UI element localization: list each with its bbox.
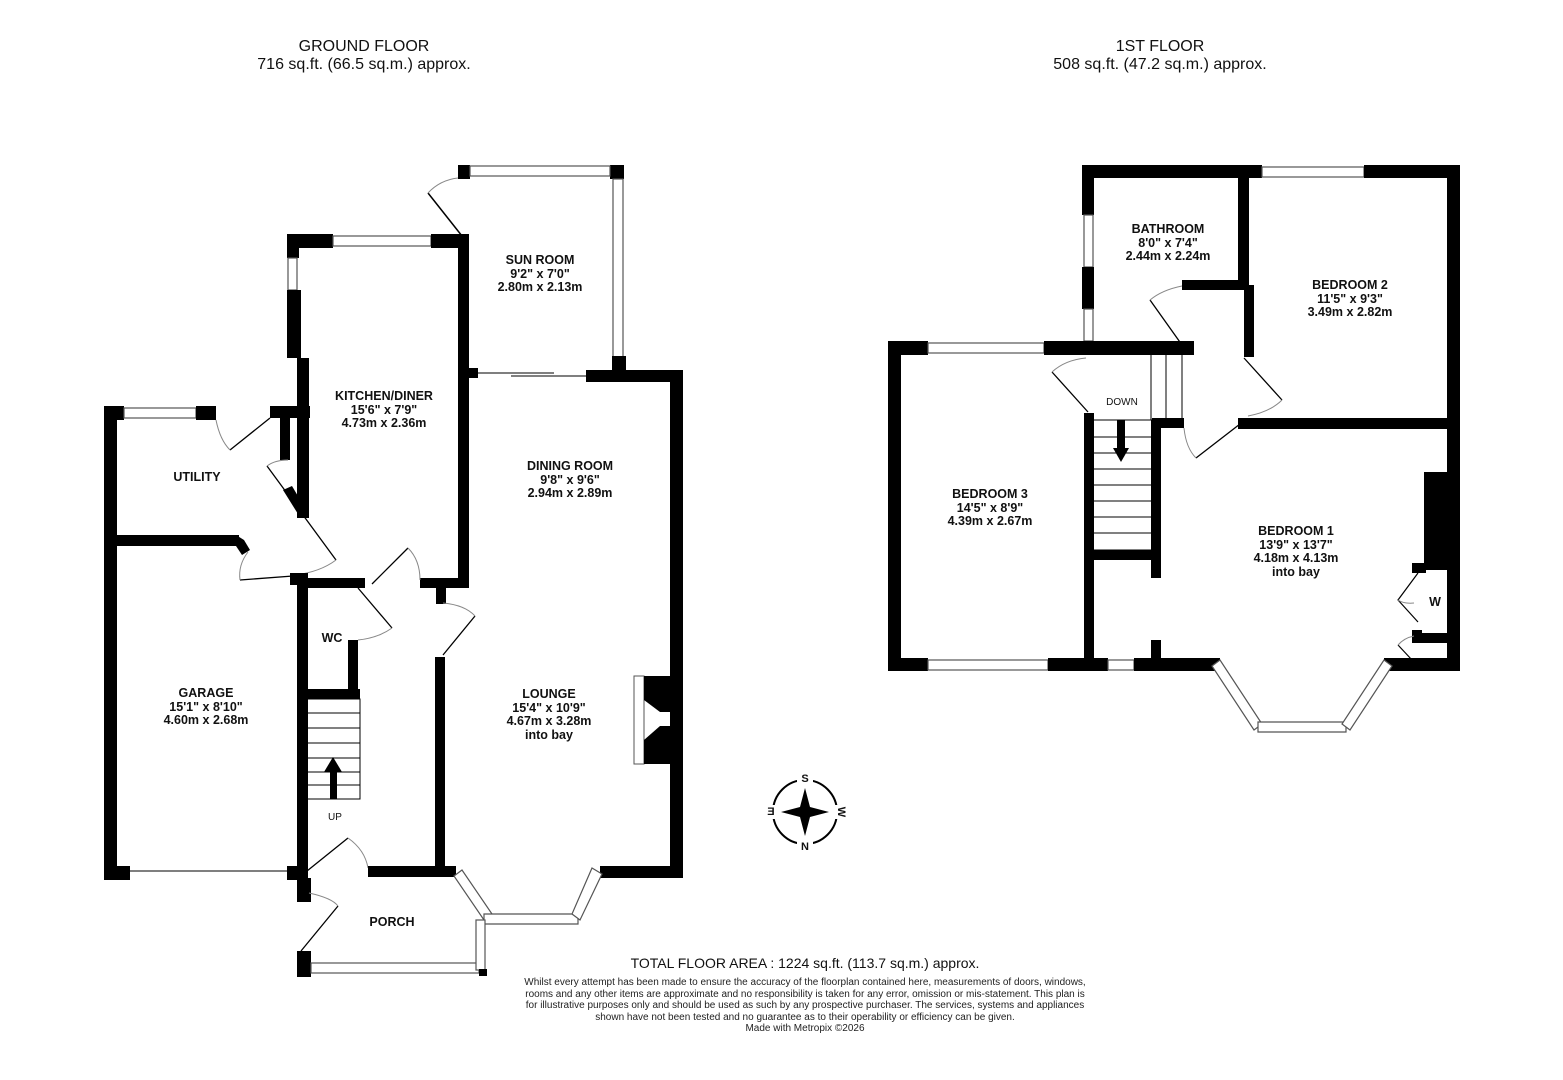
room-metric: 4.60m x 2.68m [163, 713, 249, 727]
room-name: BATHROOM [1131, 222, 1205, 236]
room-name: LOUNGE [522, 687, 576, 701]
wardrobe-label: W [1429, 595, 1441, 609]
room-bedroom-3: BEDROOM 3 14'5" x 8'9" 4.39m x 2.67m [947, 487, 1033, 529]
room-name: BEDROOM 2 [1312, 278, 1388, 292]
room-metric: 4.39m x 2.67m [947, 514, 1033, 528]
room-sun-room: SUN ROOM 9'2" x 7'0" 2.80m x 2.13m [497, 253, 583, 295]
room-name: WC [321, 631, 343, 645]
room-metric: 2.94m x 2.89m [527, 486, 613, 500]
room-bathroom: BATHROOM 8'0" x 7'4" 2.44m x 2.24m [1125, 222, 1211, 264]
room-porch: PORCH [369, 915, 415, 930]
room-kitchen-diner: KITCHEN/DINER 15'6" x 7'9" 4.73m x 2.36m [335, 389, 433, 431]
room-imperial: 15'1" x 8'10" [169, 699, 243, 714]
ground-floor-area: 716 sq.ft. (66.5 sq.m.) approx. [257, 56, 471, 73]
room-name: BEDROOM 1 [1258, 524, 1334, 538]
ground-floor-name: GROUND FLOOR [298, 38, 430, 55]
room-name: BEDROOM 3 [952, 487, 1028, 501]
room-imperial: 15'4" x 10'9" [512, 700, 586, 715]
room-imperial: 13'9" x 13'7" [1259, 537, 1333, 552]
credit: Made with Metropix ©2026 [745, 1023, 865, 1034]
ground-floor-plan [104, 165, 683, 977]
room-metric: 3.49m x 2.82m [1307, 305, 1393, 319]
stairs-down-label: DOWN [1106, 397, 1138, 408]
room-utility: UTILITY [173, 470, 221, 485]
room-name: KITCHEN/DINER [335, 389, 433, 403]
room-imperial: 14'5" x 8'9" [956, 500, 1024, 515]
room-metric: 4.73m x 2.36m [341, 416, 427, 430]
first-floor-title: 1ST FLOOR 508 sq.ft. (47.2 sq.m.) approx… [1010, 38, 1310, 74]
room-imperial: 8'0" x 7'4" [1138, 235, 1198, 250]
stairs-up-label: UP [328, 812, 342, 823]
room-bedroom-1: BEDROOM 1 13'9" x 13'7" 4.18m x 4.13m in… [1253, 524, 1339, 579]
room-wc: WC [321, 631, 343, 646]
room-imperial: 11'5" x 9'3" [1317, 291, 1383, 306]
room-imperial: 9'2" x 7'0" [510, 266, 570, 281]
total-floor-area: TOTAL FLOOR AREA : 1224 sq.ft. (113.7 sq… [630, 955, 980, 971]
room-garage: GARAGE 15'1" x 8'10" 4.60m x 2.68m [163, 686, 249, 728]
compass-rose [767, 774, 843, 850]
room-dining-room: DINING ROOM 9'8" x 9'6" 2.94m x 2.89m [526, 459, 614, 501]
disclaimer-text: Whilst every attempt has been made to en… [524, 977, 1086, 1023]
room-imperial: 9'8" x 9'6" [540, 472, 600, 487]
compass-north-label: N [801, 841, 809, 853]
first-floor-area: 508 sq.ft. (47.2 sq.m.) approx. [1053, 56, 1267, 73]
ground-floor-title: GROUND FLOOR 716 sq.ft. (66.5 sq.m.) app… [214, 38, 514, 74]
room-note: into bay [525, 727, 573, 742]
first-floor-name: 1ST FLOOR [1115, 38, 1205, 55]
room-name: GARAGE [178, 686, 234, 700]
room-metric: 2.44m x 2.24m [1125, 249, 1211, 263]
room-metric: 2.80m x 2.13m [497, 280, 583, 294]
compass-east-label: E [767, 806, 775, 818]
room-note: into bay [1272, 564, 1320, 579]
room-name: UTILITY [173, 470, 221, 484]
compass-west-label: W [835, 806, 847, 818]
room-lounge: LOUNGE 15'4" x 10'9" 4.67m x 3.28m into … [506, 687, 592, 742]
disclaimer: Whilst every attempt has been made to en… [520, 977, 1090, 1035]
compass-south-label: S [801, 773, 809, 785]
room-bedroom-2: BEDROOM 2 11'5" x 9'3" 3.49m x 2.82m [1307, 278, 1393, 320]
room-name: DINING ROOM [526, 459, 614, 473]
room-metric: 4.18m x 4.13m [1253, 551, 1339, 565]
room-name: SUN ROOM [505, 253, 575, 267]
room-metric: 4.67m x 3.28m [506, 714, 592, 728]
room-name: PORCH [369, 915, 415, 929]
first-floor-plan [888, 165, 1460, 733]
room-imperial: 15'6" x 7'9" [350, 402, 418, 417]
